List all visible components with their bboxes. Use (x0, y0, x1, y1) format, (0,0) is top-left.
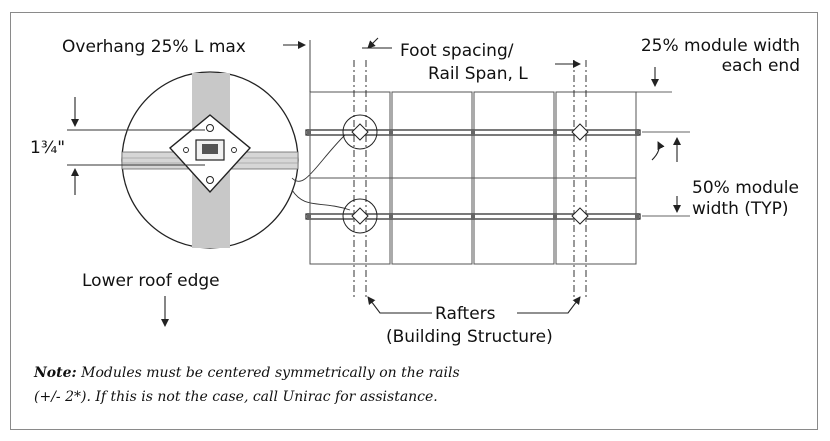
rail-span-label: Rail Span, L (428, 64, 528, 84)
rafters (353, 60, 587, 300)
typ-width-label: width (TYP) (692, 199, 789, 219)
module-width-label: 25% module width (641, 36, 800, 56)
note-text-1: Modules must be centered symmetrically o… (76, 365, 460, 381)
note-line-2: (+/- 2*). If this is not the case, call … (34, 389, 438, 405)
lag-bolt-bottom (206, 176, 214, 184)
building-structure-label: (Building Structure) (386, 327, 553, 347)
lag-bolt-top (206, 124, 214, 132)
detail-circle (121, 71, 351, 249)
foot-spacing-label: Foot spacing/ (400, 41, 514, 61)
lower-roof-label: Lower roof edge (82, 271, 220, 291)
note-prefix: Note: (34, 365, 77, 381)
note-line-1: Note: Modules must be centered symmetric… (34, 365, 460, 381)
rails (305, 129, 641, 220)
rail-clamps (307, 129, 639, 220)
module-grid (309, 91, 637, 265)
dimension-label: 1¾" (30, 138, 65, 158)
overhang-label: Overhang 25% L max (62, 37, 246, 57)
rafters-label: Rafters (435, 304, 496, 324)
dimension-callout (67, 97, 205, 195)
half-module-label: 50% module (692, 178, 799, 198)
diagram-frame (10, 12, 818, 430)
each-end-label: each end (722, 56, 800, 76)
feet (342, 114, 589, 234)
